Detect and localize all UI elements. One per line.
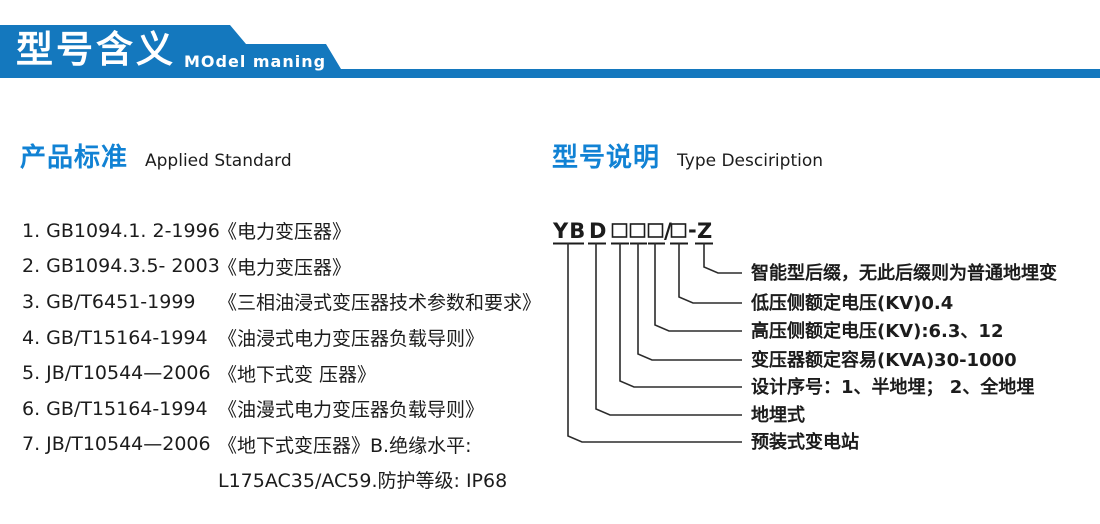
banner-title: 型号含义 bbox=[16, 28, 176, 71]
banner-subtitle: MOdel maning bbox=[184, 52, 327, 71]
standard-item: 3. GB/T6451-1999 《三相油浸式变压器技术参数和要求》 bbox=[22, 284, 562, 320]
model-code-slash: / bbox=[664, 219, 673, 243]
model-code-box bbox=[611, 223, 628, 238]
applied-standard-heading: 产品标准 Applied Standard bbox=[20, 137, 292, 174]
standard-item: 1. GB1094.1. 2-1996 《电力变压器》 bbox=[22, 213, 562, 249]
standard-code: 5. JB/T10544—2006 bbox=[22, 362, 211, 385]
standard-title: 《三相油浸式变压器技术参数和要求》 bbox=[218, 292, 542, 315]
standard-code: 6. GB/T15164-1994 bbox=[22, 397, 208, 420]
model-label-design-serial: 设计序号：1、半地埋； 2、全地埋 bbox=[751, 376, 1034, 398]
connector-line bbox=[595, 243, 742, 416]
standard-title: 《地下式变 压器》 bbox=[218, 363, 377, 386]
connector-line bbox=[703, 243, 742, 274]
standard-item: 6. GB/T15164-1994 《油漫式电力变压器负载导则》 bbox=[22, 391, 562, 427]
model-label-hv-voltage: 高压侧额定电压(KV):6.3、12 bbox=[751, 320, 1003, 342]
applied-standard-heading-en: Applied Standard bbox=[145, 151, 292, 171]
standard-title: 《电力变压器》 bbox=[218, 221, 352, 244]
standard-item: 5. JB/T10544—2006 《地下式变 压器》 bbox=[22, 355, 562, 391]
standard-item: 7. JB/T10544—2006 《地下式变压器》B.绝缘水平: bbox=[22, 427, 562, 463]
type-description-heading-en: Type Desciription bbox=[677, 151, 824, 171]
standards-list: 1. GB1094.1. 2-1996 《电力变压器》 2. GB1094.3.… bbox=[22, 213, 562, 498]
standard-title: 《油漫式电力变压器负载导则》 bbox=[218, 399, 485, 422]
model-label-prefab-substation: 预装式变电站 bbox=[751, 431, 859, 453]
connector-line bbox=[654, 243, 742, 332]
standard-item: 4. GB/T15164-1994 《油浸式电力变压器负载导则》 bbox=[22, 320, 562, 356]
model-label-buried-type: 地埋式 bbox=[751, 404, 805, 426]
model-code-box bbox=[647, 223, 664, 238]
model-code-d: D bbox=[589, 219, 607, 243]
type-description-heading: 型号说明 Type Desciription bbox=[552, 137, 823, 174]
type-description-heading-zh: 型号说明 bbox=[552, 143, 661, 173]
standard-code: 7. JB/T10544—2006 bbox=[22, 433, 211, 456]
page-banner: 型号含义 MOdel maning bbox=[0, 0, 1100, 80]
model-code-diagram: YB D / - Z 智能型后缀，无此后缀则为普通地埋变 低压侧额定电压(KV)… bbox=[552, 218, 1057, 453]
model-code-box bbox=[629, 223, 646, 238]
standard-code: 1. GB1094.1. 2-1996 bbox=[22, 219, 220, 242]
model-code-dash: - bbox=[688, 218, 698, 242]
applied-standard-heading-zh: 产品标准 bbox=[20, 143, 129, 173]
standard-title: L175AC35/AC59.防护等级: IP68 bbox=[218, 470, 508, 493]
standard-item-continuation: L175AC35/AC59.防护等级: IP68 bbox=[22, 462, 562, 498]
model-code-prefix: YB bbox=[552, 219, 586, 243]
connector-line bbox=[567, 243, 742, 443]
model-code-box bbox=[670, 223, 687, 238]
standard-code: 2. GB1094.3.5- 2003 bbox=[22, 255, 220, 278]
model-label-lv-voltage: 低压侧额定电压(KV)0.4 bbox=[750, 292, 953, 314]
connector-line bbox=[619, 243, 742, 388]
standard-code: 3. GB/T6451-1999 bbox=[22, 290, 196, 313]
model-label-rated-capacity: 变压器额定容易(KVA)30-1000 bbox=[751, 349, 1017, 371]
connector-line bbox=[637, 243, 742, 361]
model-code-suffix: Z bbox=[697, 219, 713, 243]
standard-title: 《电力变压器》 bbox=[218, 256, 352, 279]
model-label-smart-suffix: 智能型后缀，无此后缀则为普通地埋变 bbox=[751, 262, 1057, 284]
standard-code: 4. GB/T15164-1994 bbox=[22, 326, 208, 349]
standard-title: 《油浸式电力变压器负载导则》 bbox=[218, 328, 485, 351]
standard-item: 2. GB1094.3.5- 2003 《电力变压器》 bbox=[22, 249, 562, 285]
connector-line bbox=[678, 243, 742, 304]
standard-title: 《地下式变压器》B.绝缘水平: bbox=[218, 434, 472, 457]
